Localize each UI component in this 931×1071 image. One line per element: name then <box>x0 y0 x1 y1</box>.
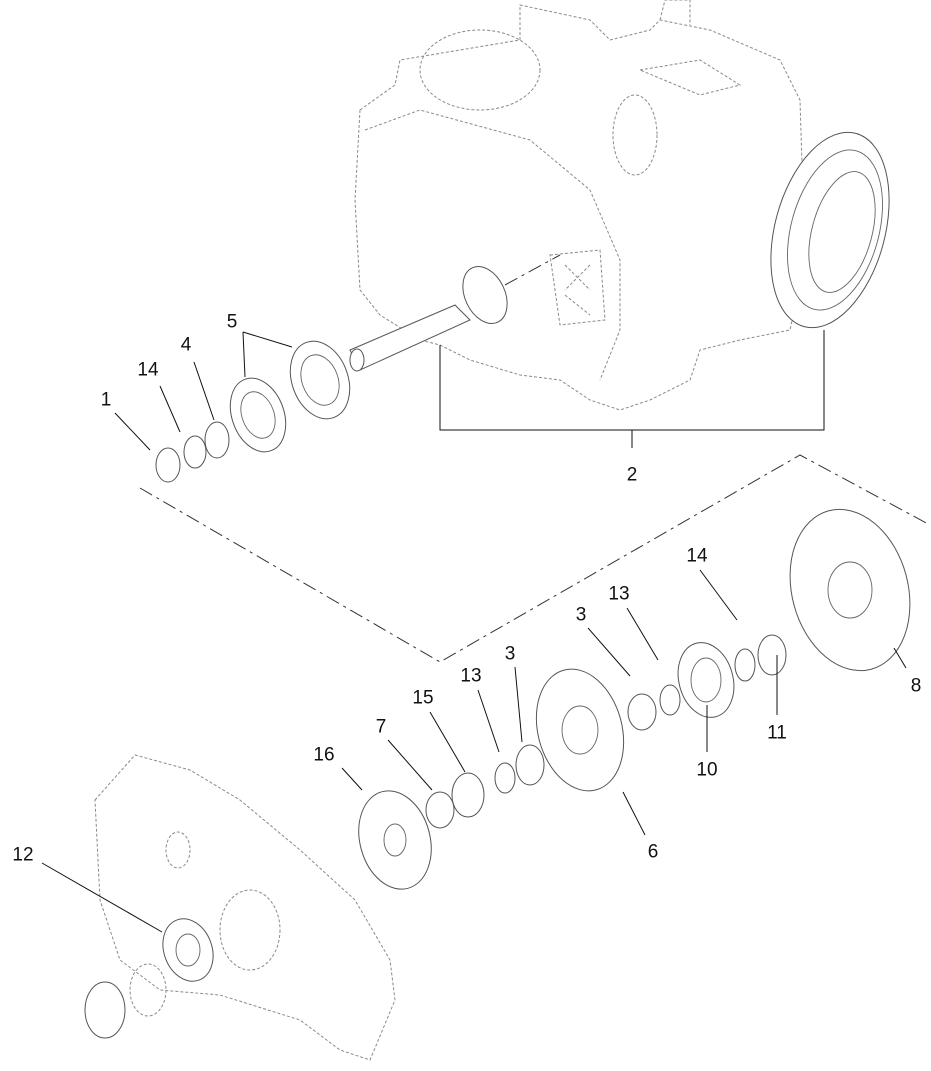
callout-2: 2 <box>626 464 638 486</box>
leader-lines <box>41 331 907 933</box>
transmission-housing <box>354 0 806 411</box>
callout-14: 14 <box>137 359 159 381</box>
callout-16: 16 <box>313 744 335 766</box>
pinion-shaft <box>349 254 561 372</box>
lower-gear-train <box>358 508 911 890</box>
callout-13-right: 13 <box>608 583 630 605</box>
callout-3-left: 3 <box>504 643 516 665</box>
callout-13-left: 13 <box>460 665 482 687</box>
callout-1: 1 <box>100 389 112 411</box>
callout-3-right: 3 <box>575 604 587 626</box>
callout-12: 12 <box>12 844 34 866</box>
ring-gear <box>770 131 890 329</box>
callout-8: 8 <box>910 675 922 697</box>
callout-5: 5 <box>226 311 238 333</box>
bearings-5 <box>155 340 351 483</box>
callout-14-lower: 14 <box>686 545 708 567</box>
callout-15: 15 <box>412 687 434 709</box>
callout-11: 11 <box>767 722 787 744</box>
callout-10: 10 <box>696 759 718 781</box>
callout-4: 4 <box>180 334 192 356</box>
callout-6: 6 <box>647 841 659 863</box>
gear-cover <box>84 754 396 1061</box>
callout-7: 7 <box>375 716 387 738</box>
